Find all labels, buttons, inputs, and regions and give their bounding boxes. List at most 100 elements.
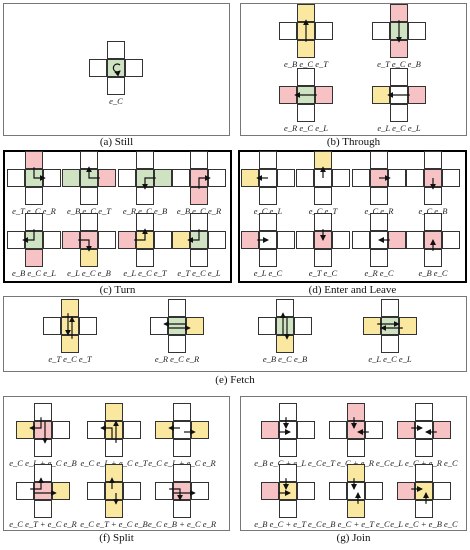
bottom-cell [25, 249, 43, 267]
path-label: e_B e_C e_R [176, 206, 222, 216]
direction-arrow [134, 228, 148, 241]
cell-cross [258, 299, 312, 353]
cell-cross [261, 464, 315, 518]
right-cell [52, 421, 70, 439]
direction-arrow [187, 229, 200, 243]
direction-arrow [78, 239, 92, 252]
path-label: e_C e_T + e_C e_B [80, 519, 148, 529]
path-label: e_T e_C + e_R e_C [322, 458, 390, 468]
panel-through [240, 3, 467, 136]
path-label: e_T e_C e_B [377, 59, 421, 69]
cell-cross [261, 403, 315, 457]
path-label: e_C e_B + e_C e_R [147, 519, 217, 529]
cell-cross [241, 151, 295, 205]
path-label: e_T e_C e_T [48, 354, 92, 364]
left-cell [372, 22, 390, 40]
cell-cross [372, 4, 426, 58]
left-cell [16, 482, 34, 500]
path-arrows [279, 417, 291, 435]
bottom-cell [415, 439, 433, 457]
top-cell [34, 403, 52, 421]
cell-cross [296, 213, 350, 267]
path-arrows [294, 92, 317, 98]
path-label: e_C e_R [364, 206, 394, 216]
left-cell [118, 169, 136, 187]
cell-cross [329, 403, 383, 457]
path-label: e_R e_C e_L [284, 123, 328, 133]
bottom-cell [279, 439, 297, 457]
direction-arrow [142, 177, 156, 190]
path-label: e_B e_C + e_L e_C [254, 458, 322, 468]
path-arrows [351, 478, 361, 504]
path-label: e_B e_C + e_T e_C [322, 519, 390, 529]
top-cell [107, 41, 125, 59]
path-arrows [78, 239, 92, 252]
cell-cross [241, 213, 295, 267]
path-arrows [109, 477, 119, 505]
path-arrows [387, 92, 410, 98]
path-arrows [320, 166, 326, 178]
path-label: e_C [109, 96, 123, 106]
direction-arrow [33, 167, 46, 181]
path-arrows [134, 228, 148, 241]
cell-cross [397, 403, 451, 457]
left-cell [87, 482, 105, 500]
path-label: e_B e_C + e_T e_C [254, 519, 322, 529]
right-cell [125, 59, 143, 77]
path-arrows [29, 417, 48, 444]
path-arrows [142, 177, 156, 190]
path-arrows [22, 229, 35, 243]
top-cell [168, 299, 186, 317]
left-cell [172, 169, 190, 187]
right-cell [433, 482, 451, 500]
top-cell [279, 403, 297, 421]
cell-cross [406, 213, 460, 267]
direction-arrow [22, 229, 35, 243]
right-cell [123, 421, 141, 439]
cell-cross [43, 299, 97, 353]
cell-cross [7, 213, 61, 267]
bottom-cell [105, 439, 123, 457]
left-cell [397, 421, 415, 439]
direction-arrow [100, 425, 113, 439]
top-cell [259, 213, 277, 231]
bottom-cell [107, 77, 125, 95]
top-cell [370, 213, 388, 231]
left-cell [7, 169, 25, 187]
right-cell [442, 169, 460, 187]
right-cell [277, 169, 295, 187]
path-arrows [100, 420, 119, 443]
path-label: e_L e_C + e_R e_C [390, 458, 458, 468]
top-cell [390, 68, 408, 86]
right-cell [332, 231, 350, 249]
top-cell [370, 151, 388, 169]
path-arrows [256, 175, 268, 181]
left-cell [352, 169, 370, 187]
path-arrows [411, 425, 437, 435]
bottom-cell [34, 500, 52, 518]
left-cell [329, 482, 347, 500]
path-arrows [379, 175, 391, 181]
bottom-cell [314, 187, 332, 205]
path-label: e_C e_T + e_C e_R [9, 519, 77, 529]
left-cell [258, 317, 276, 335]
path-arrows [86, 166, 100, 179]
cell-cross [397, 464, 451, 518]
right-cell [332, 169, 350, 187]
cell-cross [62, 151, 116, 205]
cell-cross [279, 68, 333, 122]
path-arrows [279, 478, 291, 496]
cell-cross [118, 151, 172, 205]
bottom-cell [168, 335, 186, 353]
path-label: e_L e_C e_T [123, 268, 167, 278]
path-label: e_R e_C [364, 268, 394, 278]
direction-arrow [30, 477, 44, 490]
left-cell [352, 231, 370, 249]
left-cell [62, 169, 80, 187]
caption-through: (b) Through [326, 136, 381, 148]
top-cell [136, 151, 154, 169]
bottom-cell [381, 335, 399, 353]
path-label: e_L e_C e_L [368, 354, 412, 364]
cell-cross [406, 151, 460, 205]
left-cell [296, 231, 314, 249]
